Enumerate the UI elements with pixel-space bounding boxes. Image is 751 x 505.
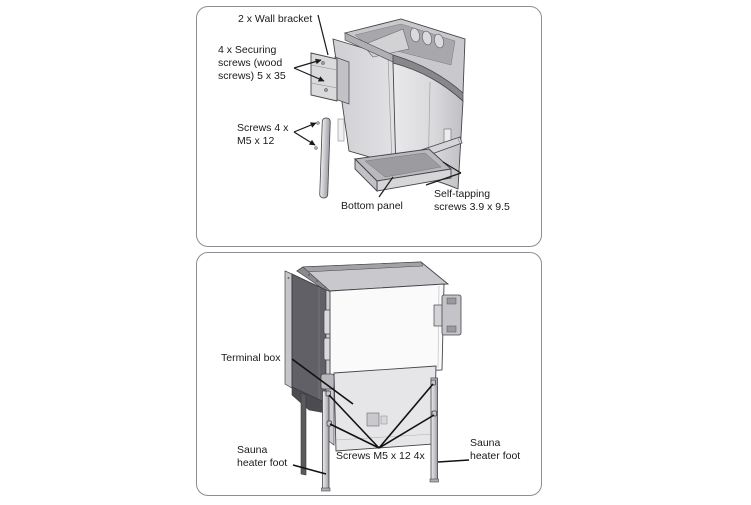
label-foot-left: Sauna heater foot	[237, 444, 288, 469]
foot-front-right	[429, 377, 439, 483]
label-foot-right: Sauna heater foot	[470, 437, 521, 462]
figure-panel-wall-mounting: 2 x Wall bracket 4 x Securing screws (wo…	[196, 6, 542, 247]
foot-screws	[325, 379, 437, 427]
heater-wall-mount-drawing	[293, 14, 466, 199]
label-screws-4x-m5x12: Screws 4 x M5 x 12	[237, 122, 289, 147]
panel-slot	[337, 118, 345, 142]
leader-securing-screws	[293, 58, 325, 82]
label-securing-screws: 4 x Securing screws (wood screws) 5 x 35	[218, 44, 286, 82]
bottom-panel-part	[354, 148, 452, 193]
leader-lines	[291, 358, 470, 475]
right-bracket	[433, 294, 462, 336]
element-tube-tops	[409, 27, 445, 49]
leader-self-tapping	[425, 161, 462, 186]
leader-screws-4x	[293, 122, 317, 146]
leader-bottom-panel	[378, 176, 394, 198]
label-screws-m5x12: Screws M5 x 12 4x	[336, 450, 425, 462]
label-self-tapping: Self-tapping screws 3.9 x 9.5	[434, 188, 510, 213]
heater-feet-drawing	[284, 261, 470, 492]
leader-foot-left	[292, 464, 327, 475]
heater-feet	[300, 377, 439, 492]
lid-screws	[307, 273, 327, 289]
figure-panel-heater-feet: Terminal box Sauna heater foot Screws M5…	[196, 252, 542, 496]
label-terminal-box: Terminal box	[221, 352, 281, 364]
leader-terminal-box	[291, 358, 354, 405]
heater-body	[332, 18, 466, 190]
foot-front-left	[321, 390, 331, 492]
label-wall-bracket: 2 x Wall bracket	[238, 13, 313, 25]
cable-gland	[320, 373, 335, 390]
label-bottom-panel: Bottom panel	[341, 200, 403, 212]
foot-rear-left	[300, 392, 307, 476]
small-screws	[314, 121, 320, 150]
leader-wall-bracket	[317, 14, 329, 56]
leader-screw-fan	[328, 383, 435, 449]
bracket-screw	[324, 88, 328, 92]
trim-strip	[314, 117, 331, 199]
bracket-screw	[321, 61, 325, 65]
front-panel	[329, 283, 445, 376]
leader-lines	[293, 14, 462, 198]
terminal-box-cover	[320, 365, 437, 452]
leader-foot-right	[437, 459, 470, 463]
